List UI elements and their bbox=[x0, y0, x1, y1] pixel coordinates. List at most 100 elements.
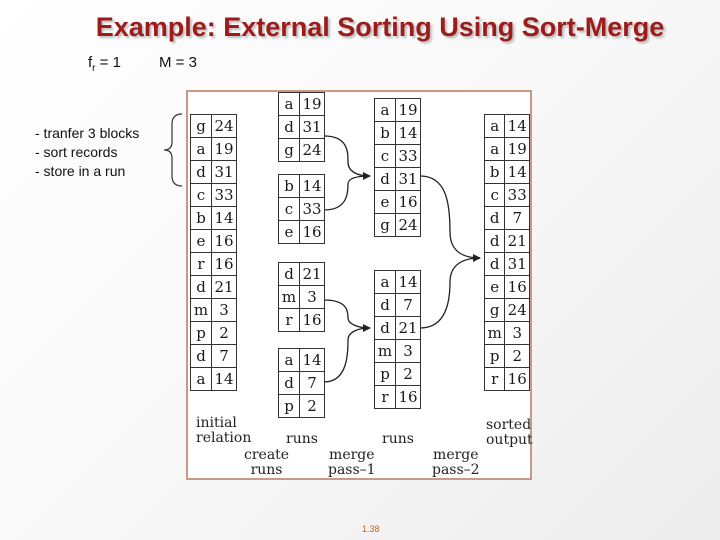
record-value: 33 bbox=[395, 144, 421, 168]
record-key: m bbox=[190, 298, 212, 322]
record-value: 16 bbox=[299, 308, 325, 332]
record-value: 14 bbox=[211, 206, 237, 230]
record-key: d bbox=[483, 206, 506, 230]
record-value: 16 bbox=[395, 385, 421, 409]
record-key: m bbox=[278, 285, 300, 309]
note-store: - store in a run bbox=[35, 163, 126, 179]
fr-subscript: r bbox=[92, 63, 96, 74]
record-key: a bbox=[483, 137, 506, 161]
caption-create-line2: runs bbox=[250, 462, 283, 478]
caption-merge1-line1: merge bbox=[329, 447, 375, 463]
record-value: 3 bbox=[211, 298, 237, 322]
note-sort: - sort records bbox=[35, 144, 118, 160]
record-value: 33 bbox=[504, 183, 530, 207]
record-key: a bbox=[374, 98, 396, 122]
record-value: 24 bbox=[395, 213, 421, 237]
record-key: c bbox=[190, 183, 212, 207]
record-value: 14 bbox=[299, 174, 325, 198]
record-key: d bbox=[278, 371, 300, 395]
record-value: 24 bbox=[211, 114, 237, 138]
record-value: 3 bbox=[299, 285, 325, 309]
memory-blocks-label: M = 3 bbox=[159, 54, 197, 71]
record-key: d bbox=[190, 344, 212, 368]
caption-merge2-line1: merge bbox=[433, 447, 479, 463]
caption-sorted-line2: output bbox=[486, 432, 533, 448]
record-value: 24 bbox=[504, 298, 530, 322]
record-key: a bbox=[278, 92, 300, 116]
record-value: 33 bbox=[299, 197, 325, 221]
caption-sorted-output: sorted output bbox=[486, 418, 533, 448]
record-value: 16 bbox=[211, 229, 237, 253]
record-key: d bbox=[374, 316, 396, 340]
caption-create-runs: create runs bbox=[244, 448, 289, 478]
record-value: 14 bbox=[395, 270, 421, 294]
record-value: 7 bbox=[504, 206, 530, 230]
record-value: 21 bbox=[504, 229, 530, 253]
record-value: 31 bbox=[299, 115, 325, 139]
record-value: 31 bbox=[395, 167, 421, 191]
record-value: 19 bbox=[299, 92, 325, 116]
note-transfer: - tranfer 3 blocks bbox=[35, 125, 140, 141]
caption-merge2-line2: pass–2 bbox=[432, 462, 480, 478]
record-value: 21 bbox=[395, 316, 421, 340]
record-value: 24 bbox=[299, 138, 325, 162]
steps-notes: - tranfer 3 blocks - sort records - stor… bbox=[35, 124, 139, 181]
record-key: p bbox=[483, 344, 506, 368]
record-key: a bbox=[374, 270, 396, 294]
caption-merge1-line2: pass–1 bbox=[328, 462, 376, 478]
record-value: 16 bbox=[395, 190, 421, 214]
record-key: b bbox=[374, 121, 396, 145]
record-value: 2 bbox=[504, 344, 530, 368]
record-value: 7 bbox=[395, 293, 421, 317]
record-value: 16 bbox=[504, 367, 530, 391]
caption-initial-line1: initial bbox=[196, 415, 237, 431]
record-key: c bbox=[483, 183, 506, 207]
record-key: b bbox=[190, 206, 212, 230]
record-key: m bbox=[483, 321, 506, 345]
record-value: 3 bbox=[395, 339, 421, 363]
record-key: g bbox=[278, 138, 300, 162]
record-value: 31 bbox=[504, 252, 530, 276]
caption-create-line1: create bbox=[244, 447, 290, 463]
caption-runs-2: runs bbox=[382, 431, 414, 447]
record-key: d bbox=[278, 115, 300, 139]
record-value: 16 bbox=[299, 220, 325, 244]
record-key: b bbox=[278, 174, 300, 198]
record-value: 2 bbox=[395, 362, 421, 386]
caption-initial-relation: initial relation bbox=[196, 416, 251, 446]
blocking-factor-label: fr = 1 bbox=[88, 54, 121, 74]
record-value: 21 bbox=[211, 275, 237, 299]
